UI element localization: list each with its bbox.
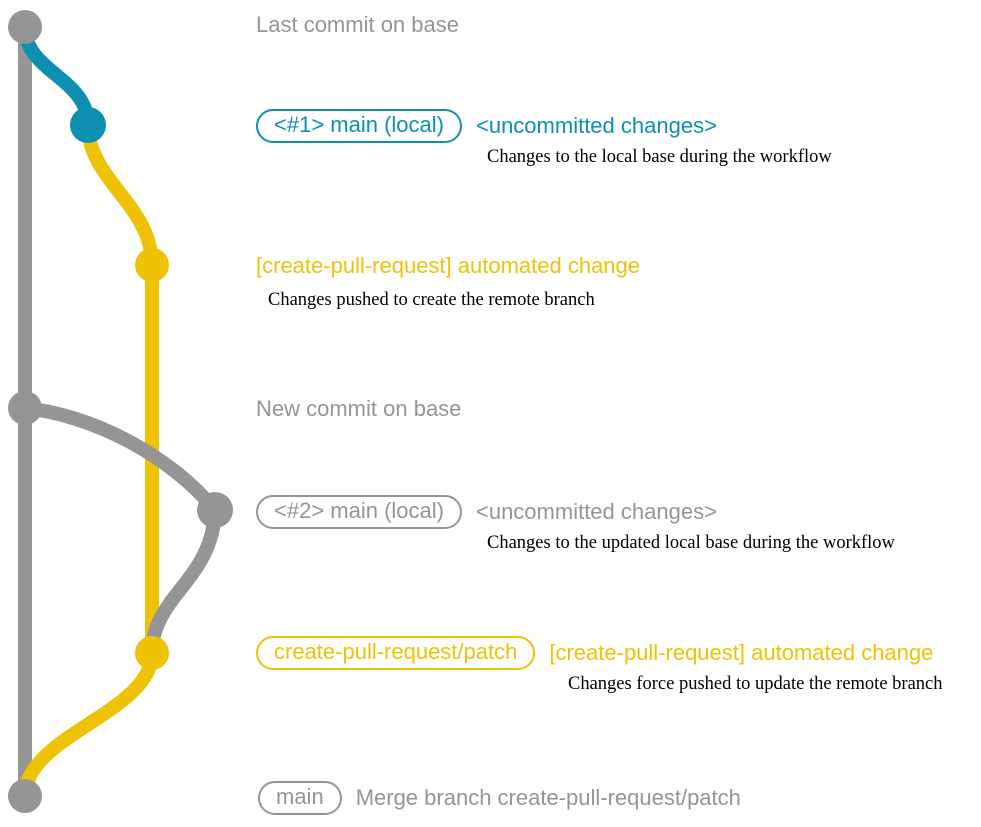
commit-description: Changes force pushed to update the remot… xyxy=(568,674,943,694)
commit-node-base-head[interactable] xyxy=(8,10,42,44)
commit-row-local-1: <#1> main (local) <uncommitted changes> xyxy=(256,109,717,143)
commit-description: Changes to the local base during the wor… xyxy=(487,147,832,167)
commit-message: [create-pull-request] automated change xyxy=(256,253,641,278)
commit-node-local-1[interactable] xyxy=(70,107,106,143)
commit-message: Merge branch create-pull-request/patch xyxy=(355,785,741,810)
branch-badge-main-local-2[interactable]: <#2> main (local) xyxy=(256,495,462,529)
edge-local1-to-patch1 xyxy=(81,118,159,272)
commit-description: Changes to the updated local base during… xyxy=(487,533,895,553)
branch-badge-label: <#1> main (local) xyxy=(274,112,444,137)
commit-row-new-commit: New commit on base xyxy=(256,396,461,422)
commit-message: New commit on base xyxy=(256,396,462,421)
commit-message: <uncommitted changes> xyxy=(475,113,717,138)
commit-node-base-new[interactable] xyxy=(8,391,42,425)
commit-row-last-commit: Last commit on base xyxy=(256,12,459,38)
commit-message: Last commit on base xyxy=(256,12,459,37)
commit-row-merge: main Merge branch create-pull-request/pa… xyxy=(258,781,741,815)
commit-node-local-2[interactable] xyxy=(197,492,233,528)
branch-badge-label: create-pull-request/patch xyxy=(274,639,518,664)
branch-badge-label: <#2> main (local) xyxy=(274,498,444,523)
commit-row-patch-1: [create-pull-request] automated change xyxy=(256,253,640,279)
edge-basenew-to-local2 xyxy=(18,401,222,517)
commit-node-merge[interactable] xyxy=(8,779,42,813)
commit-description: Changes pushed to create the remote bran… xyxy=(268,290,595,310)
branch-badge-main-local-1[interactable]: <#1> main (local) xyxy=(256,109,462,143)
commit-node-patch-2[interactable] xyxy=(135,636,169,670)
branch-badge-main[interactable]: main xyxy=(258,781,342,815)
commit-row-local-2: <#2> main (local) <uncommitted changes> xyxy=(256,495,717,529)
commit-row-patch-2: create-pull-request/patch [create-pull-r… xyxy=(256,636,933,670)
commit-message: <uncommitted changes> xyxy=(475,499,717,524)
edge-local2-to-patch2 xyxy=(145,503,222,660)
edge-patch2-to-merge xyxy=(18,646,159,803)
branch-badge-label: main xyxy=(276,784,324,809)
commit-message: [create-pull-request] automated change xyxy=(549,640,934,665)
branch-badge-create-pull-request-patch[interactable]: create-pull-request/patch xyxy=(256,636,536,670)
commit-node-patch-1[interactable] xyxy=(135,248,169,282)
